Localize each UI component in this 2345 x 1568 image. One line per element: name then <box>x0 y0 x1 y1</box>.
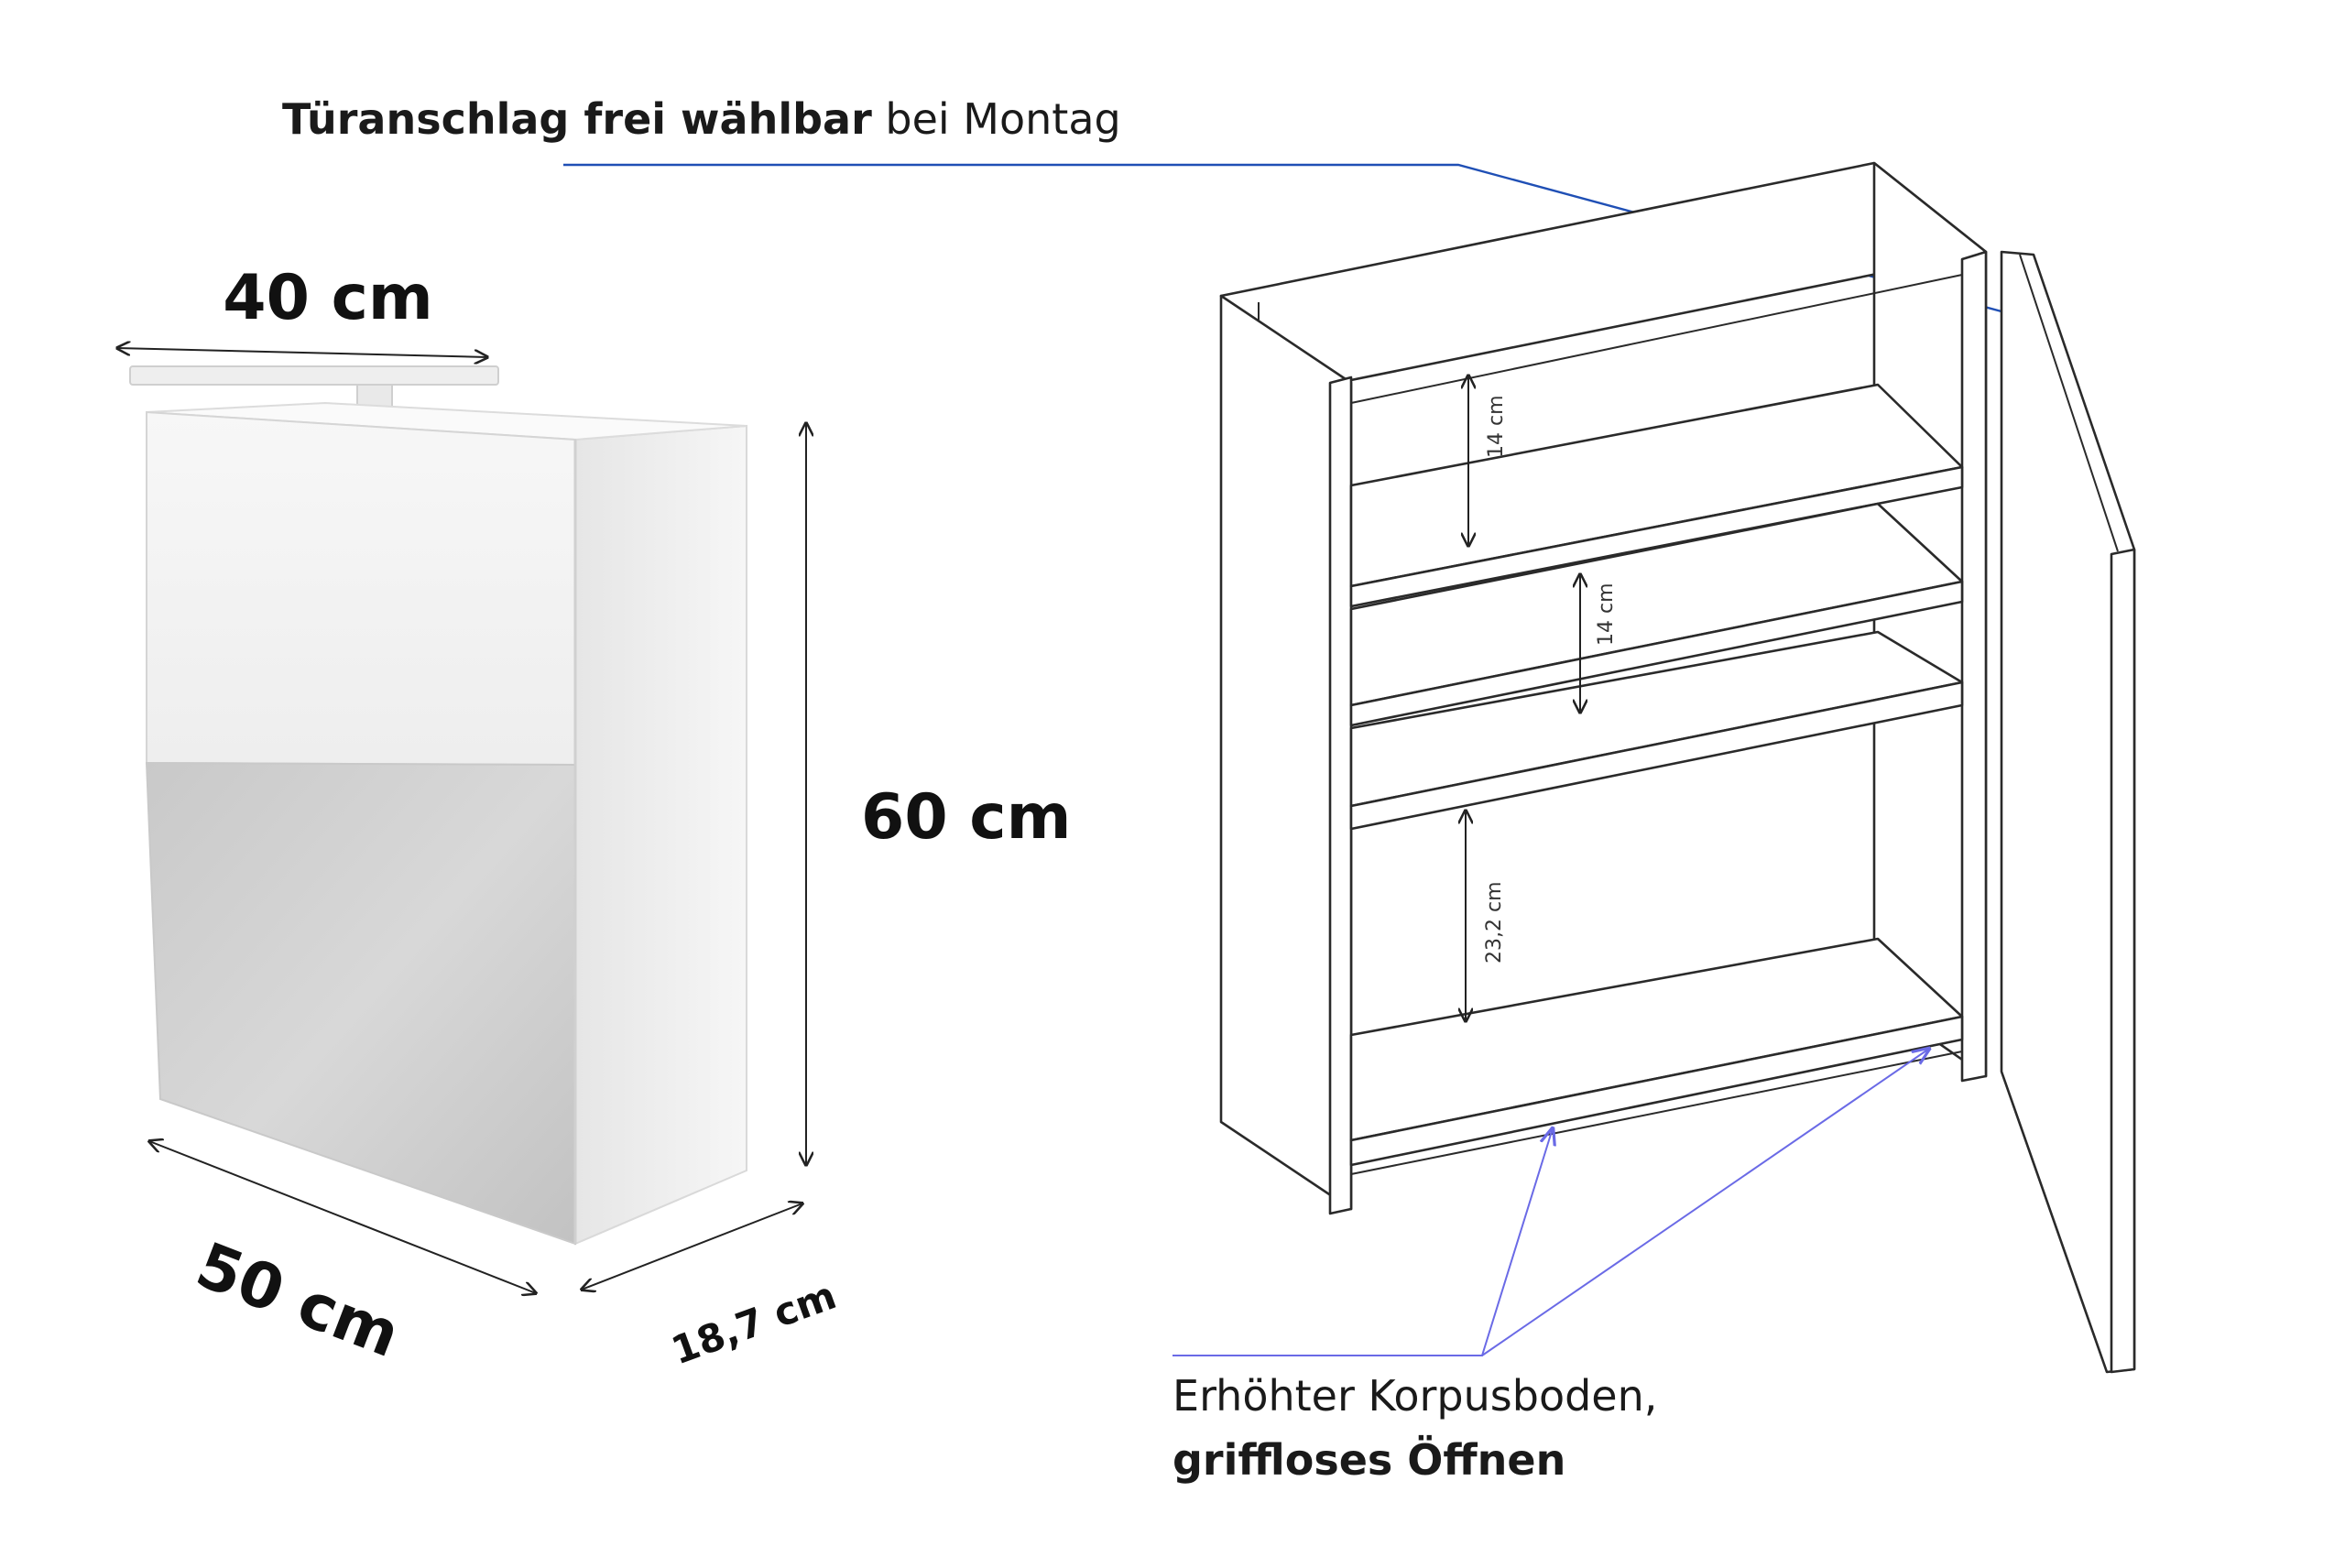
shelf-gap-1: 14 cm <box>1468 376 1508 546</box>
dimension-length-label: 50 cm <box>187 1229 409 1372</box>
dimension-height: 60 cm <box>806 423 1071 1165</box>
base-callout: Erhöhter Korpusboden, griffloses Öffnen <box>1172 1049 1929 1485</box>
mirror-door-upper <box>146 410 576 767</box>
mirror-door-lower <box>145 761 576 1246</box>
shelf-gap-2-label: 14 cm <box>1595 583 1618 646</box>
shelf-gap-3-label: 23,2 cm <box>1483 881 1506 964</box>
door-hinge-callout-normal: bei Montag <box>872 94 1121 144</box>
dimension-width: 40 cm <box>117 262 487 357</box>
base-leader-line-2 <box>1481 1049 1929 1356</box>
base-callout-line2: griffloses Öffnen <box>1172 1435 1565 1485</box>
dimension-depth-label: 18,7 cm <box>666 1272 842 1373</box>
dimension-height-label: 60 cm <box>861 781 1071 854</box>
dimension-width-label: 40 cm <box>223 262 432 334</box>
shelf-gap-2: 14 cm <box>1580 574 1618 713</box>
door-hinge-callout-bold: Türanschlag frei wählbar <box>282 94 872 144</box>
cabinet-side-panel <box>574 424 747 1246</box>
base-callout-line1: Erhöhter Korpusboden, <box>1172 1371 1657 1421</box>
door-hinge-callout: Türanschlag frei wählbar bei Montag <box>282 94 2035 321</box>
open-cabinet <box>1219 161 2136 1374</box>
svg-text:Türanschlag frei wählbar bei M: Türanschlag frei wählbar bei Montag <box>282 94 1121 144</box>
shelf-gap-1-label: 14 cm <box>1485 395 1508 458</box>
dimension-depth: 18,7 cm <box>582 1203 842 1373</box>
closed-cabinet <box>129 365 747 1246</box>
shelf-gap-3: 23,2 cm <box>1466 811 1506 1021</box>
